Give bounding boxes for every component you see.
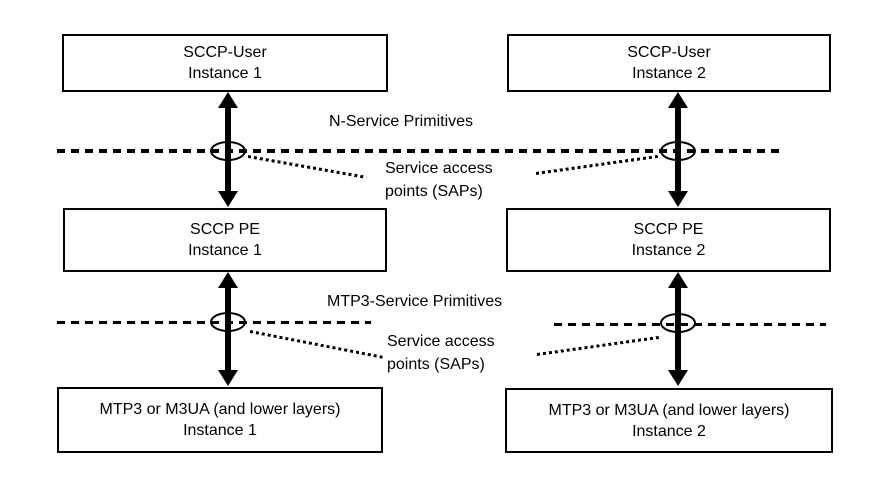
arrowhead-up-icon xyxy=(218,272,238,288)
arrowhead-up-icon xyxy=(218,92,238,108)
box-label-line: MTP3 or M3UA (and lower layers) xyxy=(99,401,341,418)
service-access-points-label-bottom: Service access points (SAPs) xyxy=(387,330,495,376)
arrowhead-down-icon xyxy=(668,191,688,207)
leader-line-top-right xyxy=(535,154,660,175)
box-label-line: SCCP-User xyxy=(627,44,711,61)
box-sccp-user-instance-1: SCCP-User Instance 1 xyxy=(62,34,388,92)
sap-boundary-dashed-line-top xyxy=(57,149,785,153)
box-label-line: Instance 2 xyxy=(632,65,706,82)
sap-ellipse-icon xyxy=(660,313,696,333)
service-access-points-label-line: points (SAPs) xyxy=(385,183,483,200)
leader-line-bottom-right xyxy=(536,335,661,356)
box-label-line: SCCP-User xyxy=(183,44,267,61)
box-mtp3-m3ua-instance-2: MTP3 or M3UA (and lower layers) Instance… xyxy=(505,388,833,453)
box-label-line: Instance 1 xyxy=(188,65,262,82)
box-mtp3-m3ua-instance-1: MTP3 or M3UA (and lower layers) Instance… xyxy=(57,387,383,453)
leader-line-top-left xyxy=(247,155,367,179)
box-sccp-user-instance-2: SCCP-User Instance 2 xyxy=(507,34,831,92)
box-label-line: Instance 2 xyxy=(631,242,706,259)
arrowhead-down-icon xyxy=(218,370,238,386)
box-label-line: SCCP PE xyxy=(633,221,704,238)
arrowhead-up-icon xyxy=(668,92,688,108)
service-access-points-label-line: points (SAPs) xyxy=(387,356,485,373)
mtp3-service-primitives-label: MTP3-Service Primitives xyxy=(327,293,503,310)
box-label-line: Instance 1 xyxy=(188,242,262,259)
arrowhead-down-icon xyxy=(218,191,238,207)
box-sccp-pe-instance-1: SCCP PE Instance 1 xyxy=(63,208,387,272)
sap-ellipse-icon xyxy=(210,141,246,161)
box-label-line: MTP3 or M3UA (and lower layers) xyxy=(548,401,790,419)
box-label-line: SCCP PE xyxy=(190,221,260,238)
box-label-line: Instance 2 xyxy=(632,422,706,440)
arrowhead-down-icon xyxy=(668,370,688,386)
sap-ellipse-icon xyxy=(210,312,246,332)
leader-line-bottom-left xyxy=(249,330,384,359)
arrowhead-up-icon xyxy=(668,272,688,288)
service-access-points-label-top: Service access points (SAPs) xyxy=(385,157,493,203)
box-label-line: Instance 1 xyxy=(183,422,257,439)
sap-ellipse-icon xyxy=(660,141,696,161)
service-access-points-label-line: Service access xyxy=(385,160,493,177)
n-service-primitives-label: N-Service Primitives xyxy=(329,113,474,130)
service-access-points-label-line: Service access xyxy=(387,333,495,350)
box-sccp-pe-instance-2: SCCP PE Instance 2 xyxy=(506,208,831,272)
